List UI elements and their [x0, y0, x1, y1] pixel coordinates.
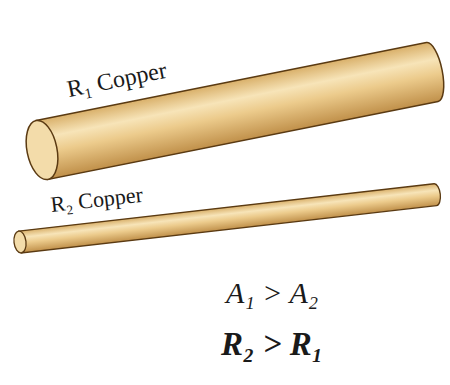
area-relation: A₁ > A₂: [226, 276, 318, 311]
thick-copper-rod: [21, 41, 448, 183]
resistance-relation: R₂ > R₁: [221, 326, 323, 364]
rod-label: R₂ Copper: [49, 182, 144, 218]
